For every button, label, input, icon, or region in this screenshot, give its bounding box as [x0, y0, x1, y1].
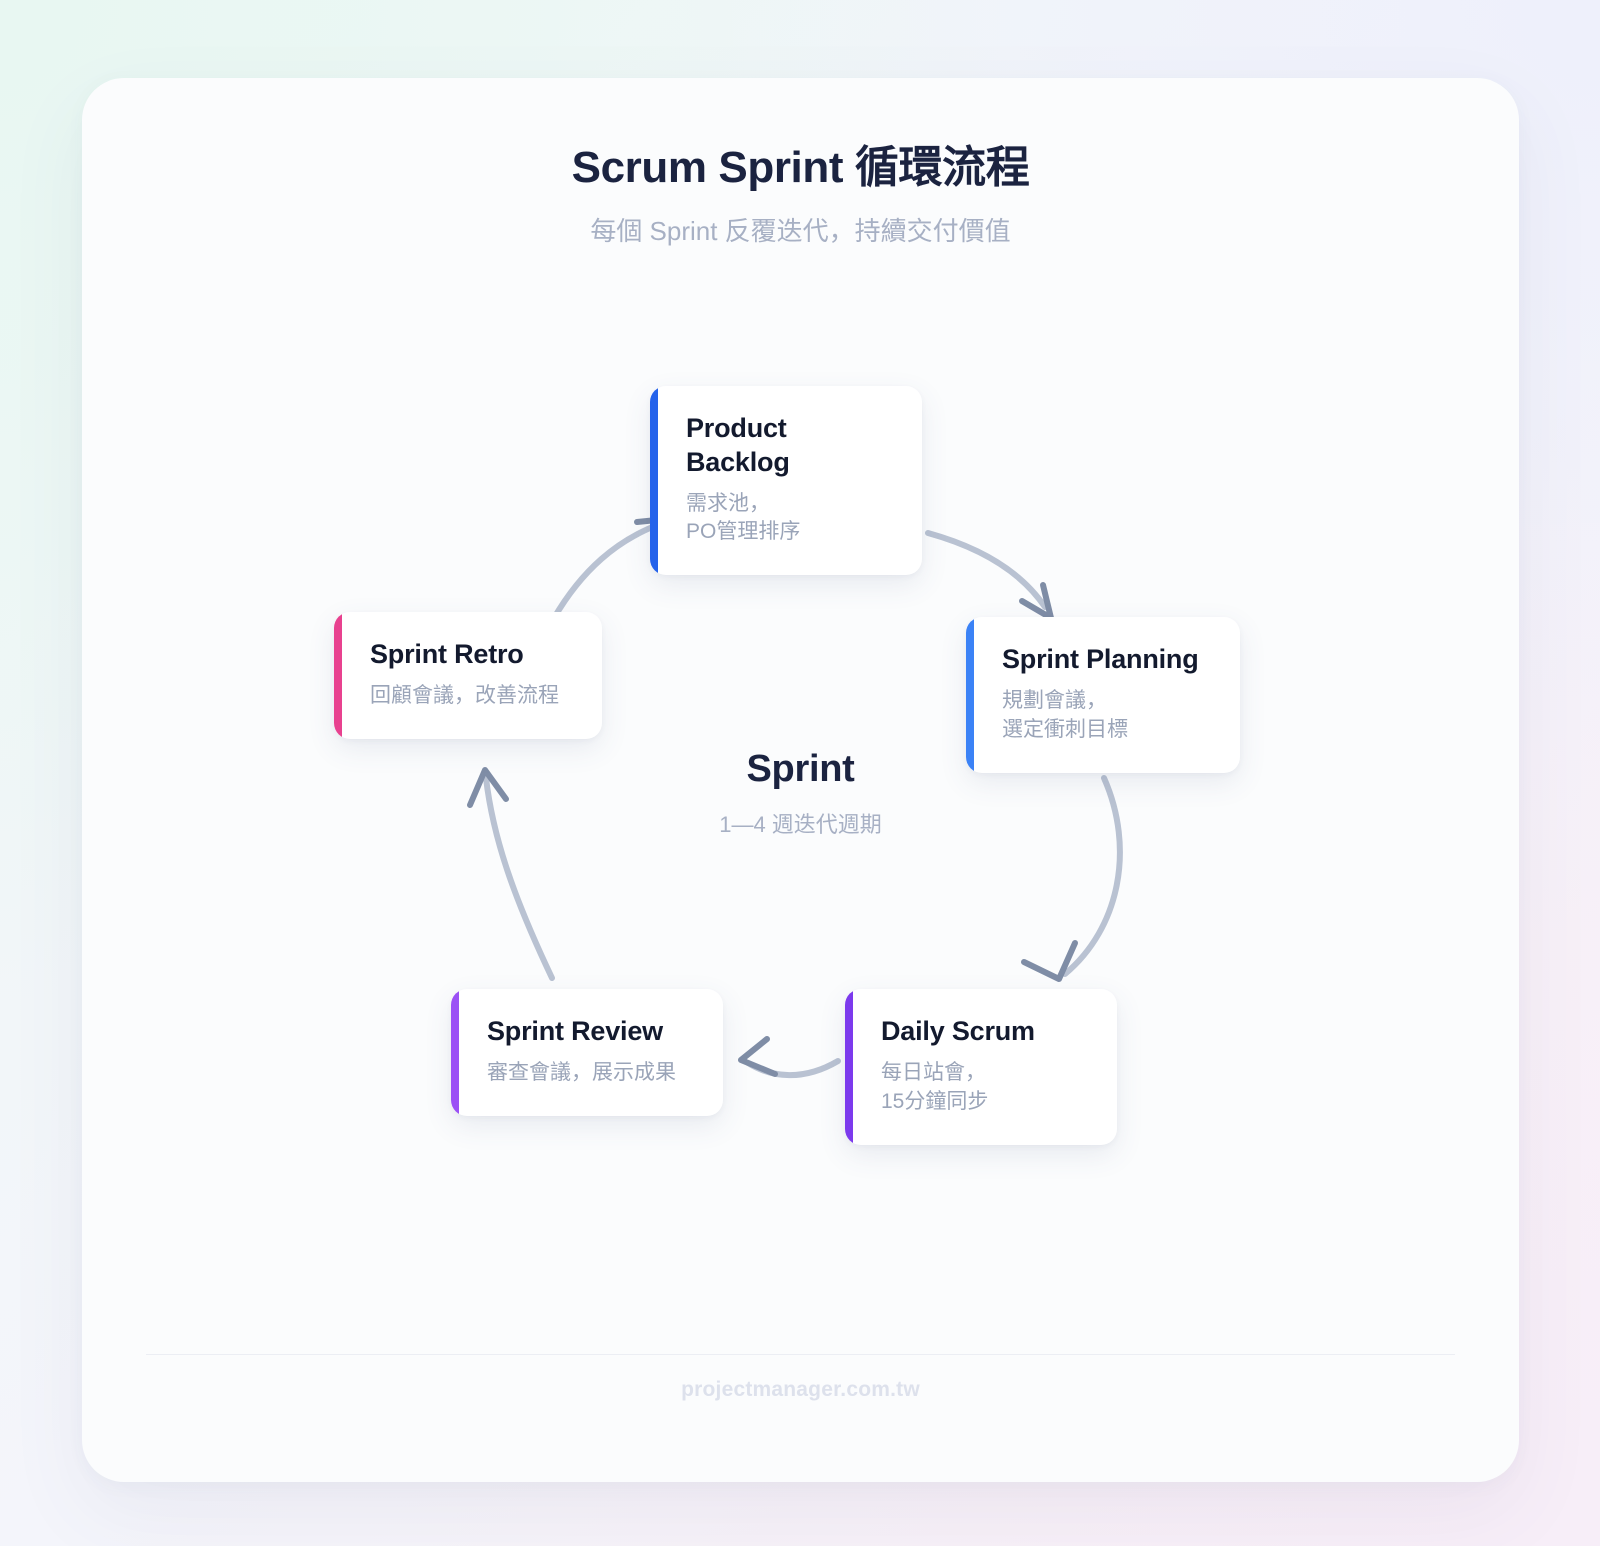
- node-sprint-planning[interactable]: Sprint Planning 規劃會議， 選定衝刺目標: [966, 617, 1240, 773]
- node-description: 規劃會議， 選定衝刺目標: [1002, 688, 1128, 741]
- arrow-planning-to-daily: [1021, 775, 1123, 982]
- footer-watermark: projectmanager.com.tw: [681, 1378, 920, 1401]
- arrow-retro-to-backlog: [551, 516, 670, 621]
- arrow-review-to-retro: [467, 767, 555, 981]
- node-title: Sprint Retro: [370, 639, 524, 669]
- node-daily-scrum[interactable]: Daily Scrum 每日站會， 15分鐘同步: [845, 989, 1117, 1145]
- node-product-backlog[interactable]: Product Backlog 需求池， PO管理排序: [650, 386, 922, 576]
- node-description: 每日站會， 15分鐘同步: [881, 1060, 989, 1113]
- footer-divider: [146, 1354, 1455, 1355]
- node-title: Daily Scrum: [881, 1016, 1035, 1046]
- node-title: Product Backlog: [686, 413, 790, 477]
- cycle-diagram: Product Backlog 需求池， PO管理排序 Sprint Plann…: [82, 78, 1519, 1482]
- center-title: Sprint: [746, 748, 855, 790]
- page-subtitle: 每個 Sprint 反覆迭代，持續交付價值: [590, 215, 1011, 246]
- node-sprint-retro[interactable]: Sprint Retro 回顧會議，改善流程: [334, 612, 602, 739]
- node-description: 需求池， PO管理排序: [686, 491, 801, 544]
- node-title: Sprint Review: [487, 1016, 663, 1046]
- page-title: Scrum Sprint 循環流程: [571, 143, 1030, 192]
- center-subtitle: 1—4 週迭代週期: [719, 812, 882, 837]
- arrow-backlog-to-planning: [925, 530, 1054, 621]
- arrow-layer: [467, 516, 1123, 1079]
- node-description: 審查會議，展示成果: [487, 1060, 676, 1084]
- header: Scrum Sprint 循環流程 每個 Sprint 反覆迭代，持續交付價值: [82, 142, 1519, 249]
- cycle-center-label: Sprint 1—4 週迭代週期: [82, 748, 1519, 839]
- node-description: 回顧會議，改善流程: [370, 683, 559, 707]
- node-title: Sprint Planning: [1002, 644, 1199, 674]
- main-panel: Scrum Sprint 循環流程 每個 Sprint 反覆迭代，持續交付價值: [82, 78, 1519, 1482]
- node-sprint-review[interactable]: Sprint Review 審查會議，展示成果: [451, 989, 723, 1116]
- arrow-daily-to-review: [738, 1036, 841, 1079]
